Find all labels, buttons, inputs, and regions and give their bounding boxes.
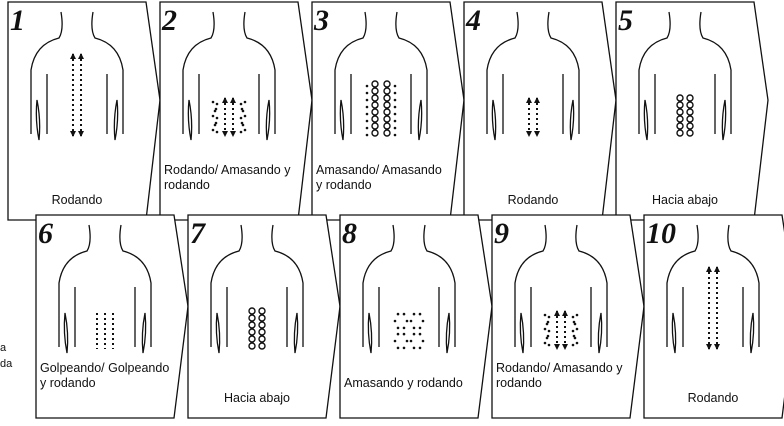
step-number-10: 10 — [646, 217, 676, 250]
step-label-7: Hacia abajo — [192, 391, 322, 406]
step-label-5: Hacia abajo — [620, 193, 750, 208]
step-number-6: 6 — [38, 217, 53, 250]
margin-text-1: a — [0, 340, 6, 357]
step-label-6: Golpeando/ Golpeando y rodando — [40, 361, 170, 391]
step-panel-7: 7 — [188, 215, 340, 418]
step-number-2: 2 — [161, 4, 177, 37]
step-label-4: Rodando — [468, 193, 598, 208]
step-label-1: Rodando — [12, 193, 142, 208]
step-number-9: 9 — [494, 217, 509, 250]
step-number-3: 3 — [313, 4, 329, 37]
step-label-8: Amasando y rodando — [344, 376, 474, 391]
step-panel-10: 10 — [644, 215, 784, 418]
step-panel-5: 5 — [616, 2, 768, 220]
step-number-7: 7 — [190, 217, 206, 250]
step-number-8: 8 — [342, 217, 357, 250]
step-panel-4: 4 — [464, 2, 616, 220]
step-number-4: 4 — [465, 4, 481, 37]
step-label-2: Rodando/ Amasando y rodando — [164, 163, 294, 193]
step-label-9: Rodando/ Amasando y rodando — [496, 361, 626, 391]
step-label-10: Rodando — [648, 391, 778, 406]
margin-text-2: da — [0, 356, 12, 373]
step-panel-1: 1 — [8, 2, 160, 220]
step-number-1: 1 — [10, 4, 25, 37]
step-label-3: Amasando/ Amasando y rodando — [316, 163, 446, 193]
step-number-5: 5 — [618, 4, 633, 37]
